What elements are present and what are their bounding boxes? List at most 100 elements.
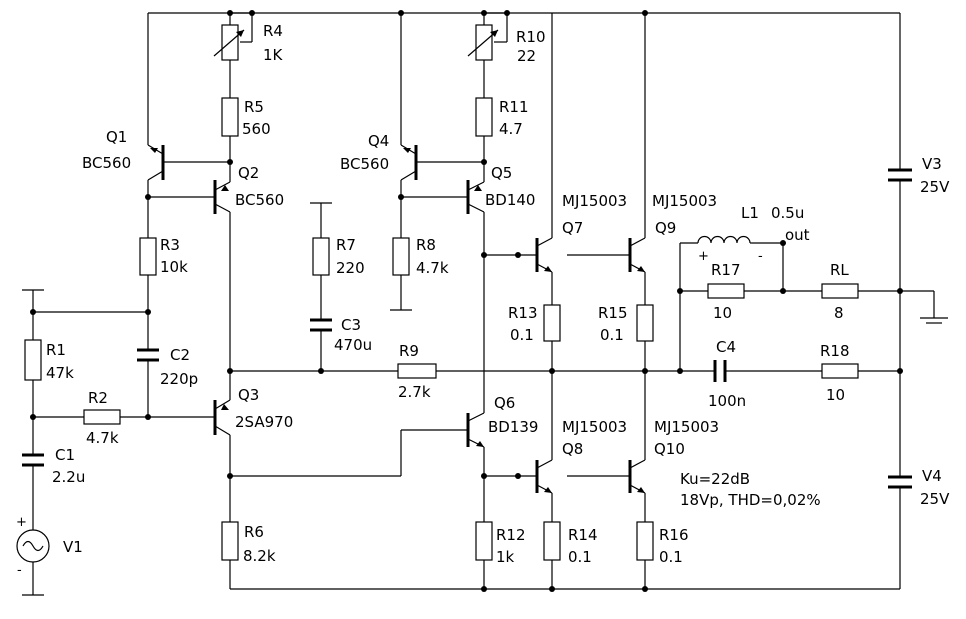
l1-minus: - [758,249,763,264]
r17-ref: R17 [711,261,741,279]
q2-part: BC560 [235,191,284,209]
r14-value: 0.1 [568,548,592,566]
rl-ref: RL [830,261,849,279]
v3-ref: V3 [922,155,942,173]
wires [32,12,935,595]
resistor-r9 [397,363,437,379]
v4-ref: V4 [922,467,942,485]
q5-ref: Q5 [491,164,512,182]
resistor-r17 [707,283,745,299]
r6-ref: R6 [244,523,264,541]
q4-part: BC560 [340,155,389,173]
resistor-r13 [543,304,561,342]
r14-ref: R14 [568,526,598,544]
gain-annotation: Ku=22dB [680,470,750,488]
ground-symbols [22,202,948,596]
r12-value: 1k [496,548,515,566]
rl-value: 8 [834,304,844,322]
q9-part: MJ15003 [652,192,717,210]
q7-ref: Q7 [562,219,583,237]
c1-ref: C1 [55,446,75,464]
resistor-r3 [139,237,157,276]
q6-ref: Q6 [494,394,515,412]
q8-ref: Q8 [562,440,583,458]
r3-ref: R3 [160,236,180,254]
r13-value: 0.1 [510,326,534,344]
resistor-r7 [312,237,330,276]
r9-ref: R9 [399,342,419,360]
r5-ref: R5 [244,98,264,116]
q7-part: MJ15003 [562,192,627,210]
l1-plus: + [698,249,709,264]
r11-ref: R11 [499,98,529,116]
transistors [147,144,646,494]
r18-value: 10 [826,386,845,404]
r7-value: 220 [336,259,365,277]
r16-ref: R16 [659,526,689,544]
resistor-r6 [221,521,239,561]
resistor-r16 [636,521,654,561]
q1-ref: Q1 [106,128,127,146]
r10-value: 22 [517,47,536,65]
q10-part: MJ15003 [654,418,719,436]
inductor-l1 [697,235,752,244]
v1-plus: + [16,515,27,530]
q1-part: BC560 [82,154,131,172]
q6-part: BD139 [488,418,538,436]
q3-part: 2SA970 [235,413,293,431]
r10-ref: R10 [516,28,546,46]
r3-value: 10k [160,258,188,276]
resistor-r1 [24,339,42,381]
capacitors [22,168,912,489]
r17-value: 10 [713,304,732,322]
r1-ref: R1 [46,341,66,359]
r2-value: 4.7k [86,429,119,447]
c3-value: 470u [334,336,372,354]
q3-ref: Q3 [238,386,259,404]
l1-ref: L1 [741,204,759,222]
resistor-rl [821,283,859,299]
resistor-r15 [636,304,654,342]
r15-ref: R15 [598,304,628,322]
r15-value: 0.1 [600,326,624,344]
c1-value: 2.2u [52,468,85,486]
r6-value: 8.2k [243,547,276,565]
r7-ref: R7 [336,236,356,254]
c2-value: 220p [160,370,198,388]
q10-ref: Q10 [654,440,685,458]
q5-part: BD140 [485,191,535,209]
resistor-r12 [475,521,493,561]
r4-value: 1K [263,46,284,64]
c4-ref: C4 [716,338,736,356]
c2-ref: C2 [170,346,190,364]
v4-value: 25V [920,490,950,508]
resistor-r14 [543,521,561,561]
c4-value: 100n [708,392,746,410]
q9-ref: Q9 [655,219,676,237]
resistor-r11 [475,97,493,137]
ac-source-v1 [16,529,50,563]
r5-value: 560 [242,120,271,138]
resistor-r8 [392,237,410,276]
resistors [24,24,859,561]
thd-annotation: 18Vp, THD=0,02% [680,491,821,509]
c3-ref: C3 [341,316,361,334]
resistor-r18 [821,363,859,379]
resistor-r2 [83,409,121,425]
resistor-r5 [221,97,239,137]
r2-ref: R2 [88,389,108,407]
out-label: out [785,226,810,244]
r11-value: 4.7 [499,120,523,138]
v1-ref: V1 [63,538,83,556]
labels: Q1 BC560 Q2 BC560 Q3 2SA970 Q4 BC560 Q5 … [16,22,950,578]
r18-ref: R18 [820,342,850,360]
r9-value: 2.7k [398,383,431,401]
r1-value: 47k [46,364,74,382]
q2-ref: Q2 [238,164,259,182]
r8-value: 4.7k [416,259,449,277]
r16-value: 0.1 [659,548,683,566]
v1-minus: - [17,563,22,578]
junction-dots [30,10,903,592]
